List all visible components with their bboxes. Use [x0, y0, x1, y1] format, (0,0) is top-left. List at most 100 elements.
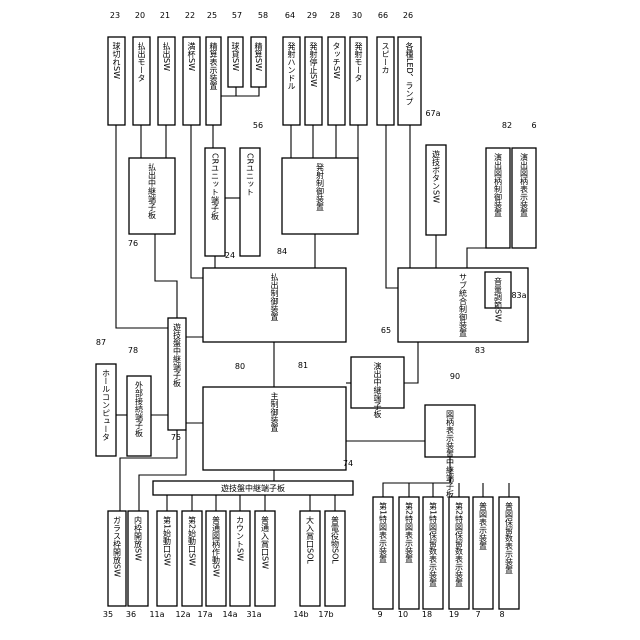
box-top-57: 球貸SW [228, 37, 243, 87]
ref-label: 87 [96, 338, 106, 347]
ref-label: 7 [475, 610, 480, 619]
ref-label: 58 [258, 11, 268, 20]
connector-line [155, 234, 177, 318]
ref-label: 29 [307, 11, 317, 20]
connector-line [467, 248, 486, 268]
box-label: カウントSW [236, 516, 245, 561]
box-top-30: 発射モータ [350, 37, 367, 125]
box-label: 外部接続端子板 [135, 380, 144, 438]
ref-label: 35 [103, 610, 113, 619]
box-label: 演出図柄制御装置 [494, 152, 503, 217]
ref-label: 56 [253, 121, 263, 130]
box-label: 各種LED、ランプ [405, 41, 414, 106]
ref-label: 17a [197, 610, 212, 619]
box-cr-56: CRユニット [240, 148, 260, 256]
box-label: 発射ハンドル [287, 42, 296, 90]
box-bot-17b: 普電役物SOL [325, 511, 345, 606]
box-fx-82: 演出図柄制御装置 [486, 148, 510, 248]
box-label: 演出中継端子板 [373, 361, 382, 419]
connector-line [383, 457, 450, 497]
box-label: 図柄表示装置中継端子板 [446, 410, 455, 499]
ref-label: 36 [126, 610, 136, 619]
ref-label: 9 [377, 610, 382, 619]
box-top-21: 払出SW [158, 37, 175, 125]
box-label: 大入賞口SOL [306, 515, 315, 564]
ref-label: 76 [128, 239, 138, 248]
box-label: 第2特図保留数表示装置 [455, 501, 464, 587]
ref-label: 64 [285, 11, 295, 20]
box-label: 発射モータ [354, 42, 363, 82]
box-top-20: 払出モータ [133, 37, 150, 125]
box-cr-24: CRユニット端子板 [205, 148, 225, 256]
box-label: 球貸SW [231, 41, 240, 71]
box-top-64: 発射ハンドル [283, 37, 300, 125]
box-bot-17a: 普通図柄作動SW [206, 511, 226, 606]
ref-label: 14b [293, 610, 308, 619]
ref-label: 18 [422, 610, 432, 619]
ref-label: 24 [225, 251, 235, 260]
box-top-26: 各種LED、ランプ [398, 37, 421, 125]
box-label: 発射停止SW [309, 42, 318, 87]
ref-label: 11a [149, 610, 164, 619]
box-bot-8: 普図保留数表示装置 [499, 497, 519, 609]
box-top-29: 発射停止SW [305, 37, 322, 125]
ref-label: 65 [381, 326, 391, 335]
box-bot-36: 内枠開放SW [128, 511, 148, 606]
box-label: 第2特図表示装置 [405, 501, 414, 563]
box-fx-6: 演出図柄表示装置 [512, 148, 536, 248]
box-label: 遊技ボタンSW [432, 149, 441, 203]
box-label: 払出モータ [137, 41, 146, 82]
ref-label: 10 [398, 610, 408, 619]
ref-label: 82 [502, 121, 512, 130]
connector-line [386, 125, 398, 288]
box-relay-65: 演出中継端子板 [351, 357, 404, 419]
box-label: 主制御装置 [270, 391, 279, 432]
box-label: タッチSW [332, 42, 341, 79]
box-label: 遊技盤中継端子板 [173, 322, 182, 388]
box-bot-18: 第1特図保留数表示装置 [423, 497, 443, 609]
ref-label: 14a [222, 610, 237, 619]
box-label: 普図保留数表示装置 [505, 501, 514, 574]
box-label: 普通図柄作動SW [212, 515, 221, 577]
ref-label: 66 [378, 11, 388, 20]
box-relay-76: 払出中継端子板 [129, 158, 175, 234]
box-bot-7: 普図表示装置 [473, 497, 493, 609]
ref-label: 8 [499, 610, 504, 619]
box-label: ガラス枠開放SW [113, 516, 122, 577]
ref-label: 26 [403, 11, 413, 20]
ref-label: 31a [246, 610, 261, 619]
box-label: ホールコンピュータ [102, 369, 111, 441]
ref-label: 23 [110, 11, 120, 20]
box-bot-19: 第2特図保留数表示装置 [449, 497, 469, 609]
box-label: 普図表示装置 [479, 501, 488, 550]
box-label: 第1特図保留数表示装置 [429, 501, 438, 587]
box-label: 音量調節SW [494, 276, 503, 322]
box-effect-67a: 遊技ボタンSW [426, 145, 446, 235]
connector-line [191, 125, 203, 278]
box-label: CRユニット [246, 153, 255, 196]
ref-label: 17b [318, 610, 333, 619]
box-ext-78: 外部接続端子板 [127, 376, 151, 456]
ref-label: 83a [511, 291, 526, 300]
ref-label: 75 [171, 433, 181, 442]
ref-label: 19 [449, 610, 459, 619]
box-bot-10: 第2特図表示装置 [399, 497, 419, 609]
box-launch-84: 発射制御装置 [282, 158, 358, 234]
ref-label: 25 [207, 11, 217, 20]
ref-label: 74 [343, 459, 353, 468]
box-label: スピーカ [381, 42, 390, 74]
ref-label: 28 [330, 11, 340, 20]
ref-label: 80 [235, 362, 245, 371]
box-bot-11a: 第1始動口SW [157, 511, 177, 606]
box-label: 球切れSW [112, 41, 121, 79]
box-board-75: 遊技盤中継端子板 [168, 318, 186, 430]
box-top-28: タッチSW [328, 37, 345, 125]
box-bot-14a: カウントSW [230, 511, 250, 606]
ref-label: 57 [232, 11, 242, 20]
box-label: 内枠開放SW [134, 515, 143, 561]
box-label: 第2始動口SW [188, 515, 197, 566]
box-label: 第1特図表示装置 [379, 501, 388, 563]
box-label: 払出中継端子板 [148, 162, 157, 220]
ref-label: 90 [450, 372, 460, 381]
ref-label: 78 [128, 346, 138, 355]
